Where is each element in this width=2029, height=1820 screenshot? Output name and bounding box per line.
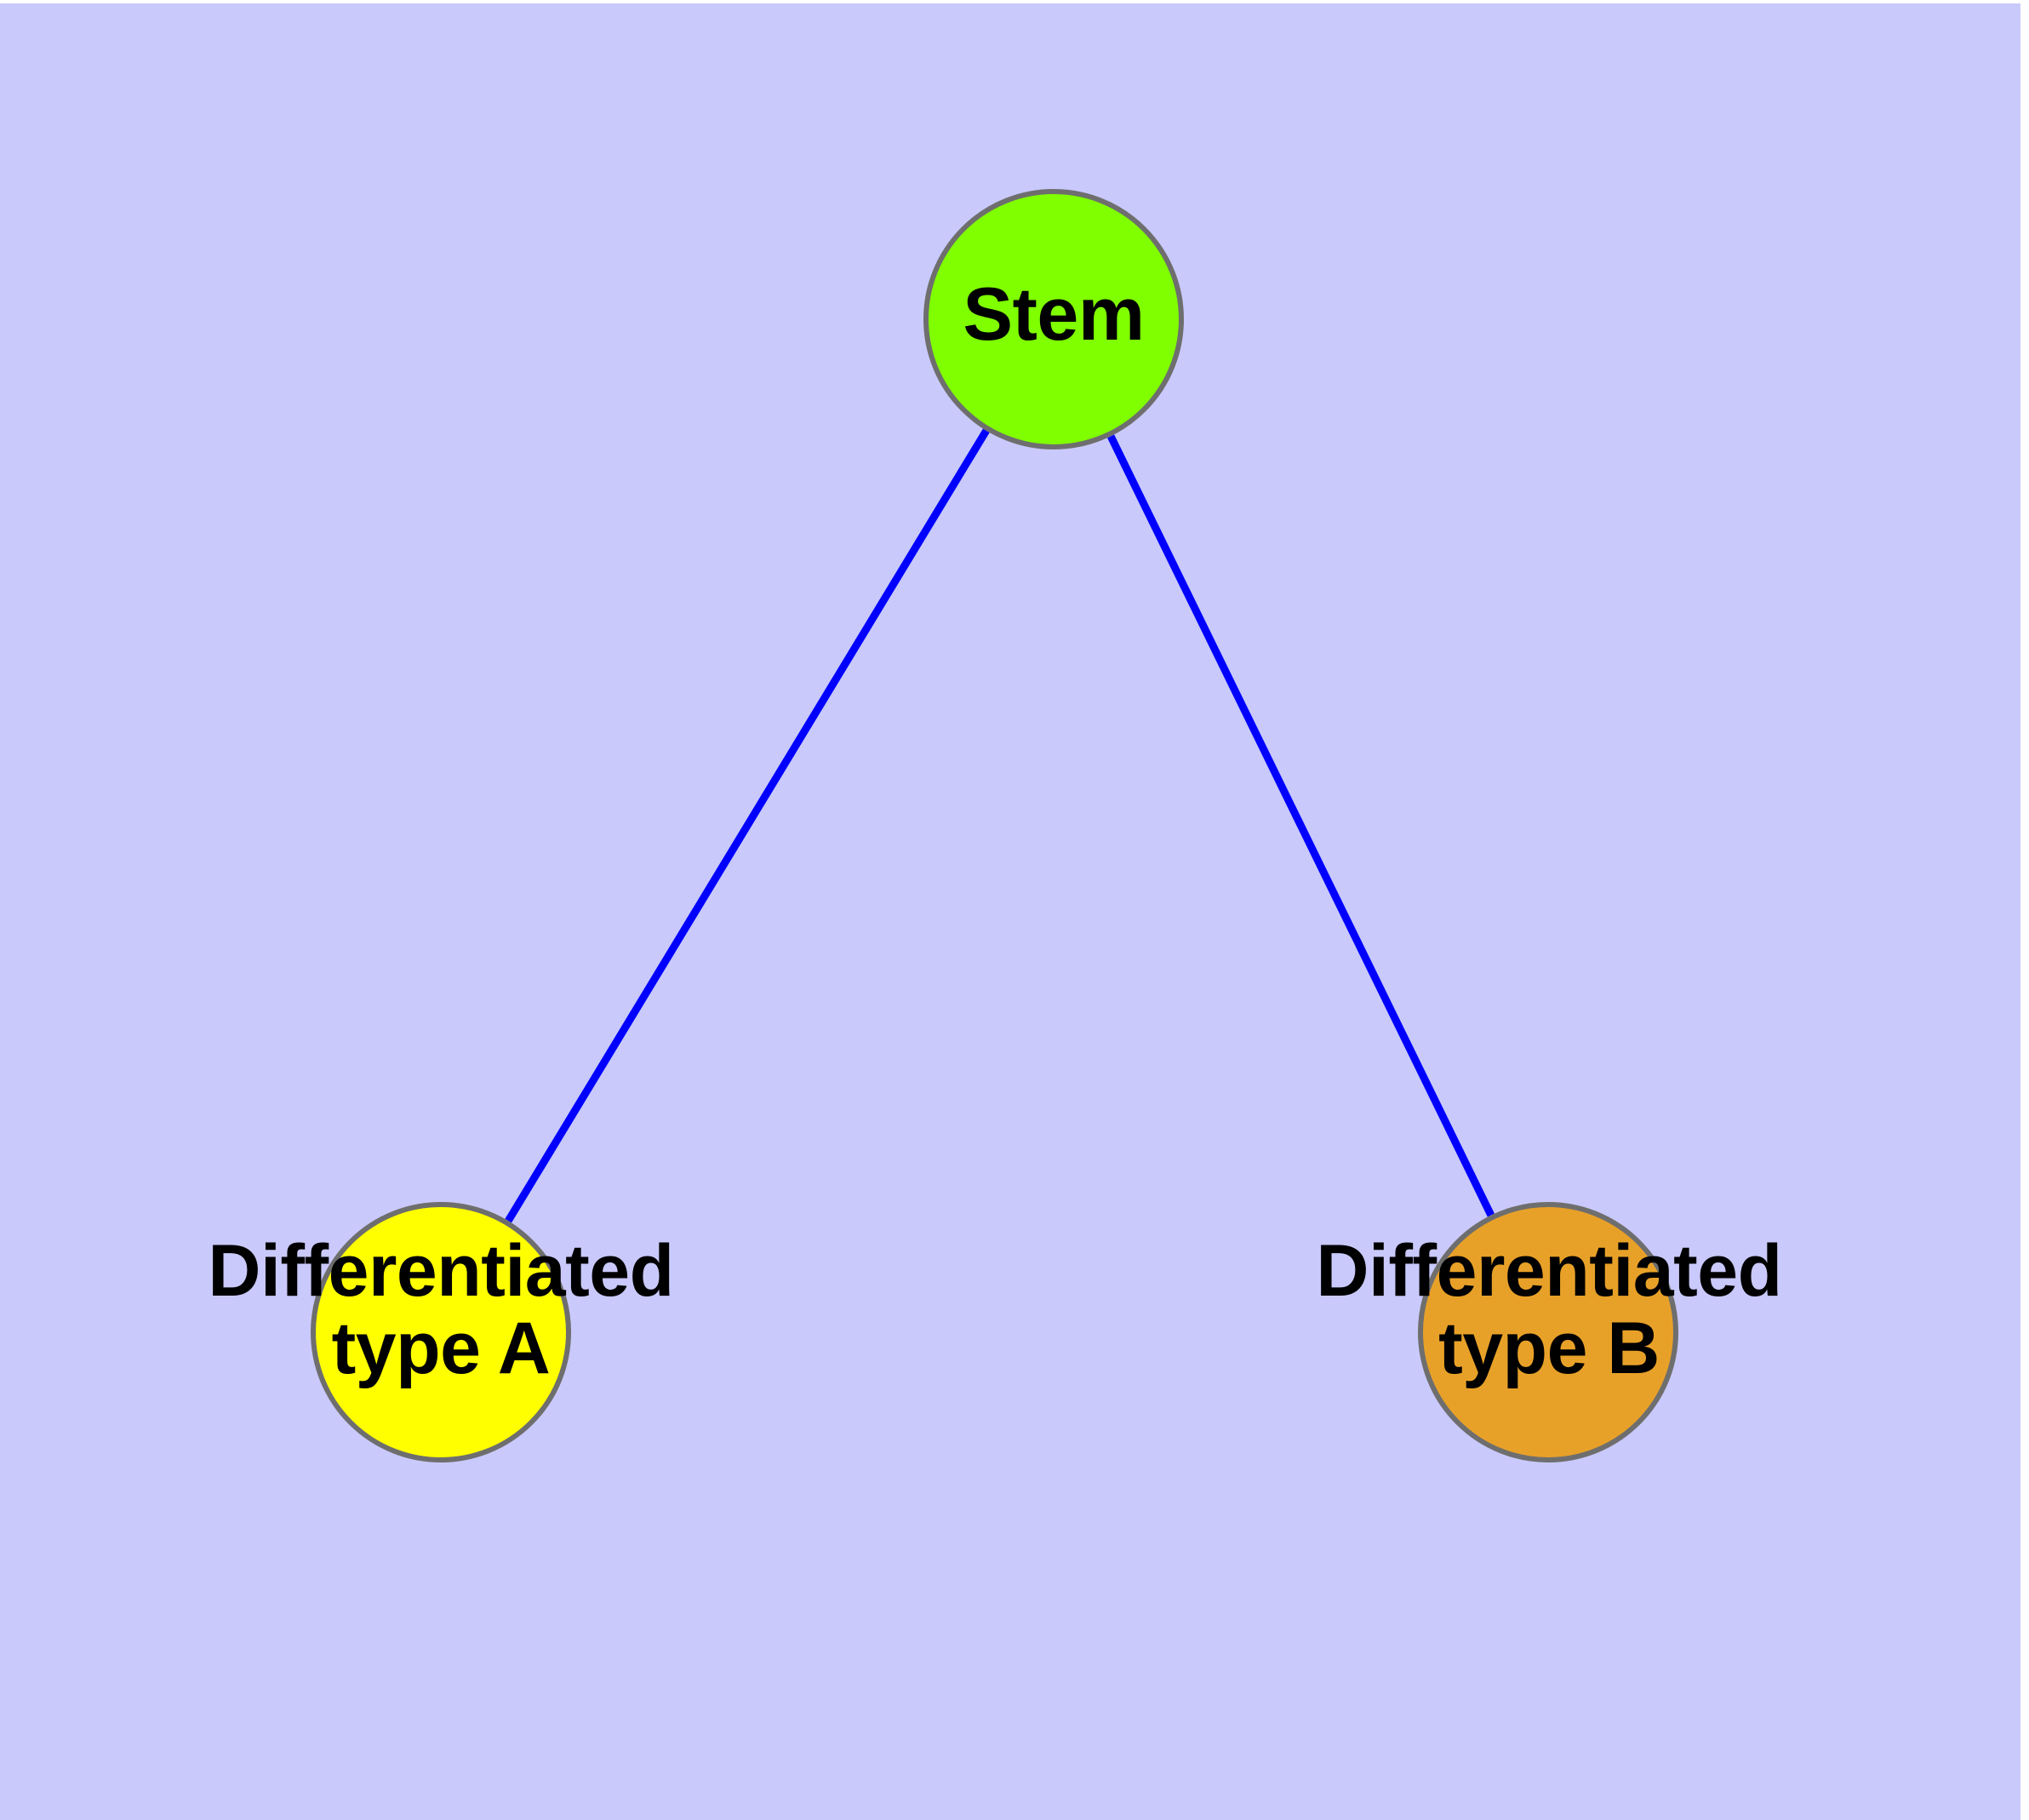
node-differentiated-type-b[interactable]	[1418, 1202, 1678, 1462]
node-layer	[311, 189, 1678, 1462]
node-differentiated-type-a[interactable]	[311, 1202, 571, 1462]
edge-stem-to-differentiated-type-a	[505, 428, 990, 1223]
edge-layer	[505, 428, 1495, 1223]
edge-stem-to-differentiated-type-b	[1107, 434, 1495, 1217]
node-stem[interactable]	[923, 189, 1184, 449]
